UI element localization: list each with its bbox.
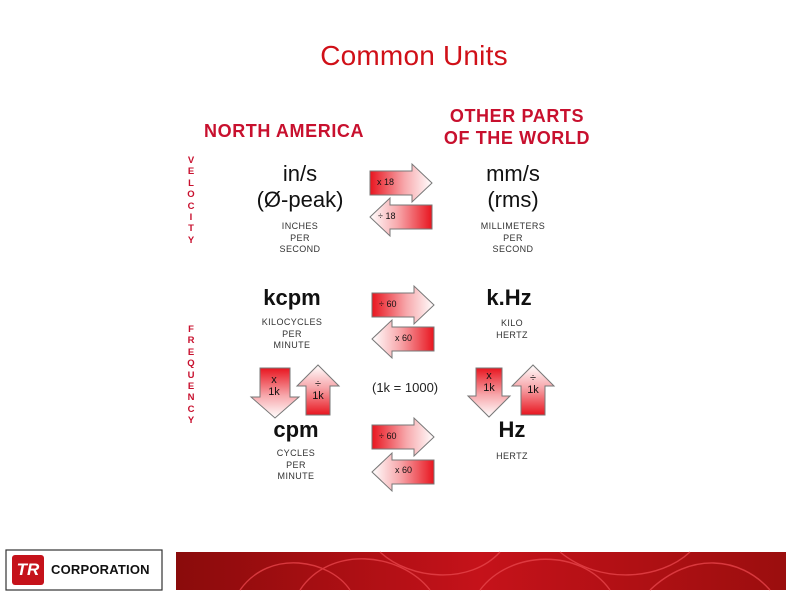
- velocity-side-letter: O: [187, 189, 195, 201]
- kilo-to-left-label: x 60: [395, 333, 413, 343]
- kilo-note: (1k = 1000): [372, 380, 439, 395]
- freq-right-desc: HERTZ: [462, 451, 562, 463]
- freq-to-left-label: x 60: [395, 465, 413, 475]
- footer-bar: [176, 552, 786, 590]
- velocity-right-desc-line: SECOND: [492, 244, 534, 254]
- kilo-left-desc-line: MINUTE: [273, 340, 311, 350]
- velocity-right-desc-line: MILLIMETERS: [480, 221, 546, 231]
- velocity-to-right-label: x 18: [377, 177, 395, 187]
- kilo-left-desc-line: KILOCYCLES: [261, 317, 323, 327]
- velocity-right-unit: mm/s (rms): [453, 161, 573, 213]
- right-up-val: 1k: [527, 384, 539, 396]
- footer-logo-mark-bg: [12, 555, 44, 585]
- left-down-op: x: [271, 374, 277, 386]
- kilo-left-desc: KILOCYCLES PER MINUTE: [242, 317, 342, 352]
- left-down-val: 1k: [268, 386, 280, 398]
- velocity-right-arrow: [369, 162, 433, 204]
- right-down-label: x 1k: [478, 370, 500, 394]
- footer-swirl: [239, 551, 771, 591]
- velocity-side-letter: I: [189, 212, 193, 224]
- velocity-right-desc-line: PER: [503, 232, 523, 243]
- velocity-left-desc: INCHES PER SECOND: [250, 221, 350, 256]
- velocity-side-letter: C: [187, 200, 195, 212]
- freq-right-unit: Hz: [498, 417, 526, 442]
- velocity-right-unit-line2: (rms): [487, 187, 539, 212]
- page-title: Common Units: [320, 40, 508, 71]
- kilo-right-arrow: [371, 284, 435, 326]
- kilo-to-right-label: ÷ 60: [379, 299, 397, 309]
- footer-logo-mark: TR: [16, 560, 40, 579]
- velocity-left-unit-line1: in/s: [282, 161, 318, 186]
- frequency-side-letter: C: [187, 403, 195, 415]
- velocity-side-letter: T: [188, 223, 194, 235]
- frequency-side-letter: R: [187, 335, 195, 347]
- freq-left-desc-line: CYCLES: [276, 448, 316, 458]
- freq-right-arrow: [371, 416, 435, 458]
- velocity-right-desc: MILLIMETERS PER SECOND: [463, 221, 563, 256]
- region-other-parts: OTHER PARTS OF THE WORLD: [432, 105, 602, 149]
- velocity-side-letter: E: [187, 166, 195, 178]
- region-other-line1: OTHER PARTS: [449, 106, 585, 126]
- freq-left-desc-line: PER: [286, 459, 306, 470]
- kilo-left-arrow: [371, 318, 435, 360]
- frequency-side-letter: Y: [187, 415, 195, 427]
- velocity-to-left-label: ÷ 18: [378, 211, 396, 221]
- freq-left-unit: cpm: [273, 417, 319, 442]
- right-up-op: ÷: [529, 372, 537, 384]
- freq-right-desc-line: HERTZ: [496, 451, 528, 461]
- kilo-left-unit: kcpm: [263, 285, 321, 310]
- region-other-line2: OF THE WORLD: [443, 128, 591, 148]
- velocity-side-letter: L: [188, 177, 194, 189]
- frequency-side-letter: E: [187, 381, 195, 393]
- right-down-arrow: [466, 367, 512, 418]
- left-up-val: 1k: [312, 390, 324, 402]
- left-up-arrow: [295, 364, 341, 416]
- freq-left-desc: CYCLES PER MINUTE: [246, 448, 346, 483]
- frequency-side-letter: E: [187, 346, 195, 358]
- kilo-right-desc-line: HERTZ: [496, 329, 528, 340]
- kilo-right-desc-line: KILO: [500, 318, 524, 328]
- left-down-arrow: [249, 367, 301, 419]
- right-up-arrow: [510, 364, 556, 416]
- left-up-label: ÷ 1k: [307, 378, 329, 402]
- freq-to-right-label: ÷ 60: [379, 431, 397, 441]
- velocity-left-arrow: [369, 196, 433, 238]
- frequency-side-letter: N: [187, 392, 195, 404]
- region-north-america: NORTH AMERICA: [204, 121, 365, 141]
- velocity-left-desc-line: INCHES: [281, 221, 319, 231]
- right-down-op: x: [486, 370, 492, 382]
- frequency-side-letter: U: [187, 369, 195, 381]
- right-up-label: ÷ 1k: [522, 372, 544, 396]
- velocity-right-unit-line1: mm/s: [486, 161, 540, 186]
- right-down-val: 1k: [483, 382, 495, 394]
- kilo-left-desc-line: PER: [282, 328, 302, 339]
- freq-left-arrow: [371, 451, 435, 493]
- velocity-left-unit: in/s (Ø-peak): [240, 161, 360, 213]
- footer-company-name: CORPORATION: [51, 562, 150, 577]
- velocity-left-unit-line2: (Ø-peak): [256, 187, 344, 212]
- velocity-side-letter: V: [187, 155, 195, 166]
- left-down-label: x 1k: [264, 374, 284, 398]
- left-up-op: ÷: [314, 378, 322, 390]
- kilo-right-desc: KILO HERTZ: [462, 318, 562, 341]
- velocity-side-letter: Y: [187, 234, 195, 246]
- kilo-right-unit: k.Hz: [486, 285, 532, 310]
- velocity-left-desc-line: SECOND: [279, 244, 321, 254]
- frequency-side-letter: F: [188, 324, 194, 335]
- freq-left-desc-line: MINUTE: [277, 471, 315, 481]
- velocity-left-desc-line: PER: [290, 232, 310, 243]
- frequency-side-letter: Q: [187, 358, 195, 370]
